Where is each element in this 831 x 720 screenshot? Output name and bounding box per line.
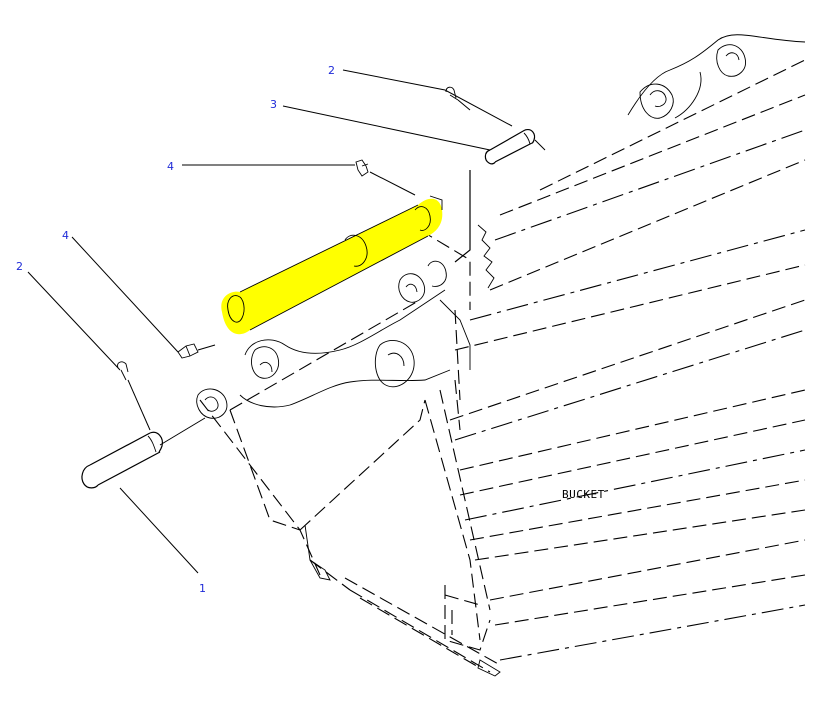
- callout-2-top[interactable]: 2: [328, 64, 335, 77]
- callout-4-top[interactable]: 4: [167, 160, 174, 173]
- highlighted-cylinder: [221, 195, 443, 335]
- fitting-part-4-left: [177, 343, 216, 359]
- fitting-part-4-top: [355, 159, 416, 196]
- callout-4-left[interactable]: 4: [62, 229, 69, 242]
- leader-lines: [27, 69, 513, 574]
- lift-arm: [199, 260, 471, 591]
- cotter-part-2-left: [117, 361, 151, 431]
- bucket-body: [344, 34, 806, 677]
- bucket-label: BUCKET: [562, 488, 605, 501]
- callout-2-left[interactable]: 2: [16, 260, 23, 273]
- callout-3[interactable]: 3: [270, 98, 277, 111]
- callout-1[interactable]: 1: [199, 582, 206, 595]
- pin-part-1: [81, 388, 228, 489]
- pin-part-3: [484, 129, 546, 165]
